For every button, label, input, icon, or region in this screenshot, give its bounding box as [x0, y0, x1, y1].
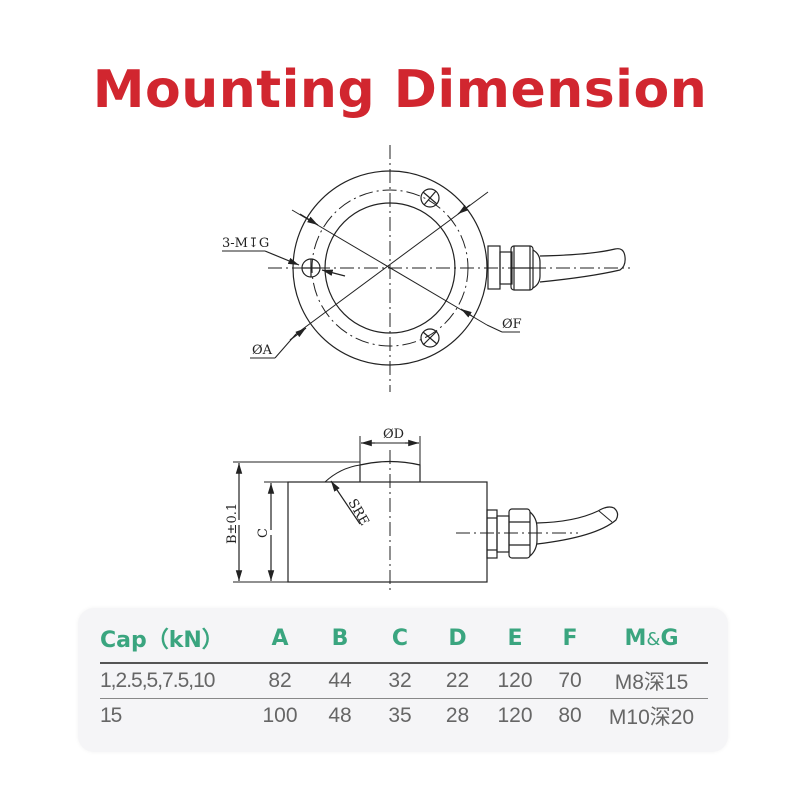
- body-outline: [287, 481, 488, 583]
- table-row: 15 100 48 35 28 120 80 M10深20: [100, 699, 708, 734]
- spec-table-panel: [78, 608, 728, 752]
- header-e: E: [507, 625, 523, 651]
- side-view: [233, 436, 619, 592]
- cell-f: 80: [558, 704, 582, 727]
- header-f: F: [562, 625, 578, 651]
- cell-a: 82: [268, 669, 292, 692]
- header-c: C: [391, 625, 409, 651]
- outer-flange-circle: [292, 170, 488, 366]
- cable: [539, 248, 626, 283]
- header-mg-g: G: [660, 625, 679, 651]
- cable-side: [536, 506, 619, 545]
- cable-gland-side: [486, 508, 538, 559]
- cell-mg: M8深15: [614, 671, 689, 694]
- cell-a: 100: [262, 704, 298, 727]
- bolt-hole: [420, 328, 440, 348]
- label-body-height: C: [256, 528, 271, 538]
- label-bolt-circle: ØF: [502, 317, 522, 332]
- top-view: [222, 145, 630, 392]
- cell-c: 35: [388, 704, 412, 727]
- bolt-hole: [420, 188, 440, 208]
- label-sphere-radius: SRE: [345, 497, 372, 529]
- header-b: B: [331, 625, 349, 651]
- cell-mg: M10深20: [608, 706, 695, 729]
- header-mg: M&G: [595, 622, 708, 663]
- label-boss-diameter: ØD: [383, 427, 404, 442]
- label-outer-diameter: ØA: [252, 343, 273, 358]
- table-header-row: Cap（kN） A B C D E F M&G: [100, 622, 708, 663]
- inner-circle: [324, 202, 456, 334]
- label-total-height: B±0.1: [225, 503, 240, 544]
- cell-cap: 1,2.5,5,7.5,10: [100, 669, 215, 692]
- cell-e: 120: [497, 669, 533, 692]
- cable-gland: [487, 245, 541, 291]
- cell-cap: 15: [100, 704, 122, 727]
- spec-table: Cap（kN） A B C D E F M&G 1,2.5,5,7.5,10 8…: [100, 622, 708, 733]
- cell-e: 120: [497, 704, 533, 727]
- header-mg-m: M: [624, 625, 647, 651]
- label-holes: 3-M↧G: [222, 236, 269, 251]
- page-title: Mounting Dimension: [92, 60, 708, 120]
- header-cap: Cap（kN）: [100, 628, 224, 653]
- table-row: 1,2.5,5,7.5,10 82 44 32 22 120 70 M8深15: [100, 663, 708, 699]
- cell-b: 48: [328, 704, 352, 727]
- cell-f: 70: [558, 669, 582, 692]
- cell-d: 28: [445, 704, 470, 727]
- cell-b: 44: [328, 669, 352, 692]
- header-mg-amp: &: [646, 628, 661, 650]
- header-d: D: [448, 625, 467, 651]
- cell-c: 32: [388, 669, 412, 692]
- cell-d: 22: [445, 669, 470, 692]
- header-a: A: [271, 625, 289, 651]
- bolt-hole: [301, 258, 321, 278]
